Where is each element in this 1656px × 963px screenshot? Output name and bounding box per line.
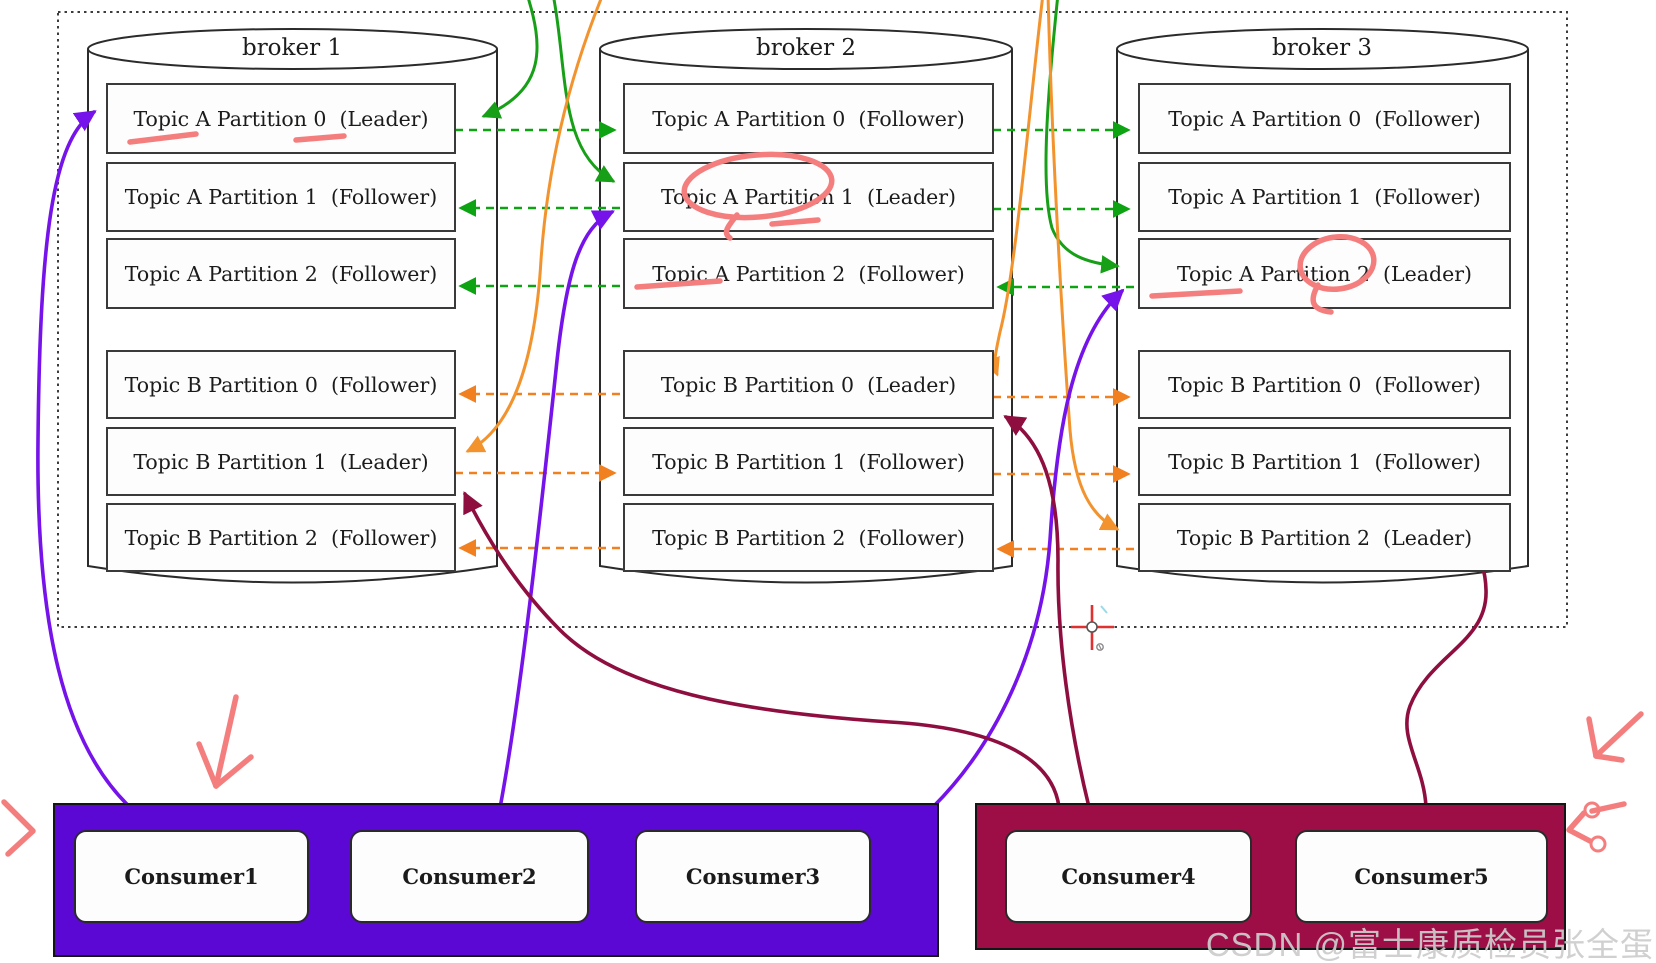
pink-branch-chevron bbox=[1566, 810, 1593, 844]
partition-b3-topicA-p1: Topic A Partition 1 (Follower) bbox=[1138, 162, 1511, 232]
pink-branch-stroke bbox=[1589, 801, 1627, 814]
partition-b2-topicB-p0: Topic B Partition 0 (Leader) bbox=[623, 350, 994, 419]
pink-arrow-consumer1-shaft bbox=[213, 694, 239, 789]
pink-arrow-consumer1-barb1 bbox=[196, 741, 219, 789]
partition-b3-topicB-p1: Topic B Partition 1 (Follower) bbox=[1138, 427, 1511, 496]
partition-b2-topicA-p1: Topic A Partition 1 (Leader) bbox=[623, 162, 994, 232]
broker-2-title: broker 2 bbox=[755, 35, 857, 61]
consumer-3: Consumer3 bbox=[635, 830, 871, 923]
partition-b1-topicB-p2: Topic B Partition 2 (Follower) bbox=[106, 503, 456, 572]
partition-b1-topicA-p2: Topic A Partition 2 (Follower) bbox=[106, 238, 456, 309]
pink-arrow-right-shaft bbox=[1593, 711, 1644, 759]
partition-b2-topicB-p2: Topic B Partition 2 (Follower) bbox=[623, 503, 994, 572]
mouse-cursor-crosshair bbox=[1071, 605, 1114, 651]
consumer-2: Consumer2 bbox=[350, 830, 589, 923]
partition-b3-topicB-p2: Topic B Partition 2 (Leader) bbox=[1138, 503, 1511, 572]
partition-b3-topicA-p0: Topic A Partition 0 (Follower) bbox=[1138, 83, 1511, 154]
partition-b2-topicA-p0: Topic A Partition 0 (Follower) bbox=[623, 83, 994, 154]
pink-chevron-left bbox=[1, 799, 36, 857]
partition-b2-topicB-p1: Topic B Partition 1 (Follower) bbox=[623, 427, 994, 496]
pink-arrow-right-barb1 bbox=[1586, 716, 1599, 759]
broker-3-title: broker 3 bbox=[1271, 35, 1373, 61]
partition-b2-topicA-p2: Topic A Partition 2 (Follower) bbox=[623, 238, 994, 309]
consumer-4: Consumer4 bbox=[1005, 830, 1252, 923]
csdn-watermark: CSDN @富士康质检员张全蛋 bbox=[1205, 926, 1654, 963]
consumer-group-2: Consumer4 Consumer5 bbox=[975, 803, 1566, 950]
pink-arrow-right-barb2 bbox=[1593, 753, 1625, 763]
partition-b3-topicA-p2: Topic A Partition 2 (Leader) bbox=[1138, 238, 1511, 309]
partition-b1-topicB-p1: Topic B Partition 1 (Leader) bbox=[106, 427, 456, 496]
partition-b1-topicB-p0: Topic B Partition 0 (Follower) bbox=[106, 350, 456, 419]
partition-b1-topicA-p1: Topic A Partition 1 (Follower) bbox=[106, 162, 456, 232]
consumer-group-1: Consumer1 Consumer2 Consumer3 bbox=[53, 803, 939, 957]
consumer-1: Consumer1 bbox=[74, 830, 309, 923]
consumer-5: Consumer5 bbox=[1295, 830, 1548, 923]
pink-branch-circle-bottom bbox=[1589, 835, 1607, 853]
partition-b1-topicA-p0: Topic A Partition 0 (Leader) bbox=[106, 83, 456, 154]
partition-b3-topicB-p0: Topic B Partition 0 (Follower) bbox=[1138, 350, 1511, 419]
pink-branch-circle-top bbox=[1583, 801, 1601, 819]
broker-1-title: broker 1 bbox=[241, 35, 343, 61]
pink-arrow-consumer1-barb2 bbox=[213, 754, 254, 789]
